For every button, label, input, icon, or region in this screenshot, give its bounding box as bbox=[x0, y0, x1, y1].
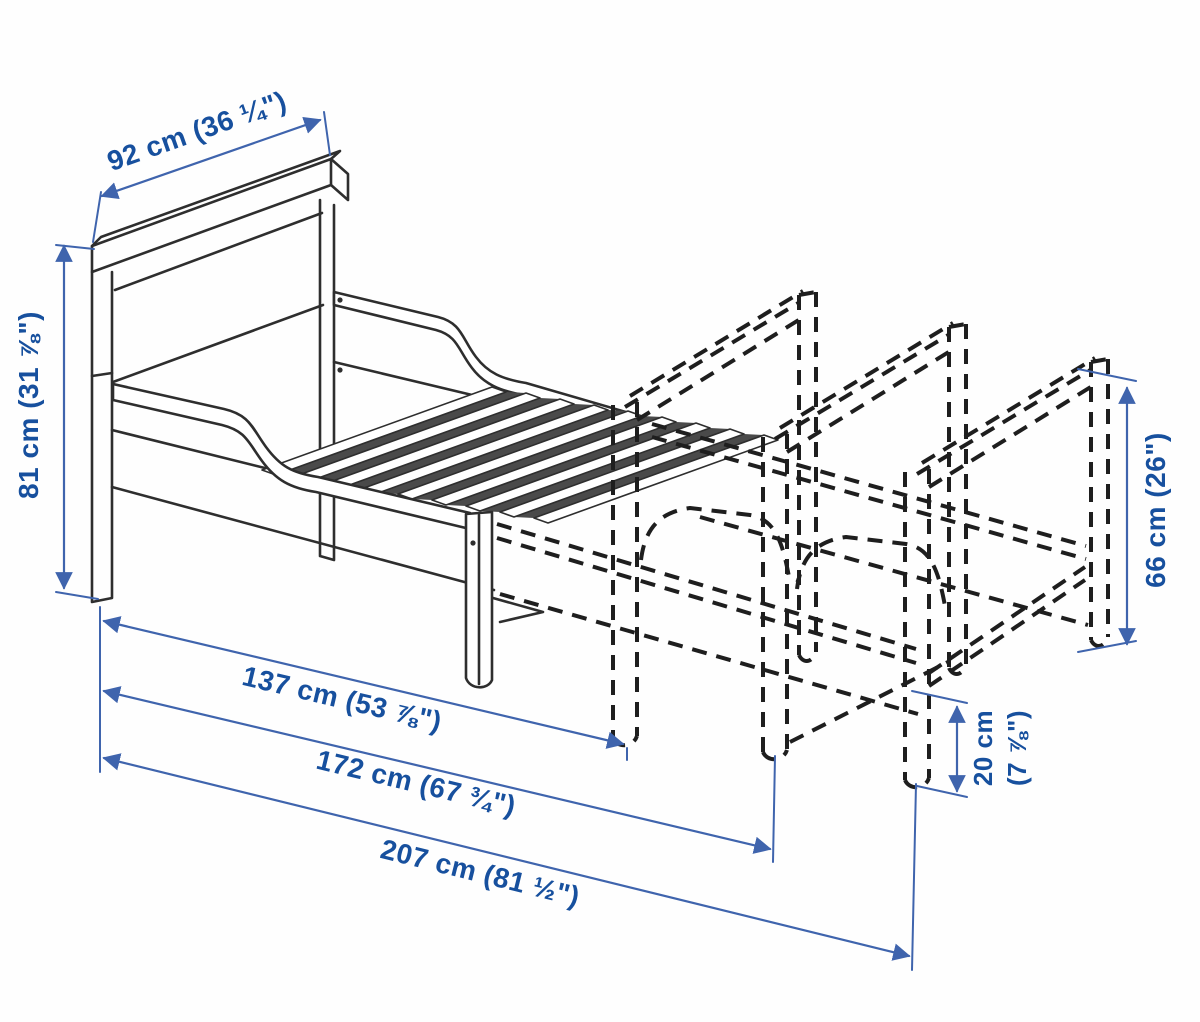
near-bottom-rail-extension bbox=[499, 592, 919, 716]
far-rail-screw-hole bbox=[337, 297, 343, 303]
headboard-top-rail-end-cap bbox=[329, 157, 350, 202]
guard-rail-curve-position-2 bbox=[639, 506, 801, 583]
dimension-line-92 bbox=[100, 116, 322, 200]
far-rail-screw-hole bbox=[337, 367, 343, 373]
headboard-height-label: 81 cm (31 ⅞") bbox=[13, 311, 44, 499]
far-rail-extension bbox=[651, 422, 1087, 548]
frame-3-foot-rail bbox=[927, 565, 1087, 675]
near-rail-extension bbox=[496, 522, 917, 651]
guard-rail-curve-position-3 bbox=[795, 535, 947, 607]
footboard-frame-2 bbox=[761, 321, 968, 762]
extension-line-frame-2 bbox=[772, 755, 776, 863]
dimension-line-137 bbox=[102, 616, 625, 749]
slat bbox=[465, 422, 711, 512]
headboard-right-post bbox=[318, 198, 336, 562]
rail-corner-detail bbox=[491, 596, 545, 624]
slat bbox=[499, 428, 745, 518]
headboard-left-post bbox=[90, 270, 114, 604]
headboard-left-post-joint bbox=[90, 371, 114, 378]
headboard-panel-bottom-edge bbox=[111, 303, 325, 384]
headboard bbox=[90, 149, 350, 604]
far-rail-extension bbox=[651, 435, 1087, 561]
slatted-bed-base bbox=[261, 386, 779, 524]
near-rail-extension bbox=[496, 536, 917, 665]
near-guard-rail bbox=[111, 382, 472, 531]
leg-height-label-line2: (7 ⅞") bbox=[1002, 710, 1032, 786]
far-bottom-rail-extension bbox=[699, 515, 1089, 627]
footboard-frame-3 bbox=[903, 356, 1110, 790]
extension-parts-dashed bbox=[496, 289, 1110, 790]
headboard-panel-top-edge bbox=[113, 211, 324, 292]
frame-3-foot-rail bbox=[927, 578, 1087, 688]
slat bbox=[533, 434, 779, 524]
extension-line-frame-3 bbox=[911, 783, 917, 971]
length-longest-label: 207 cm (81 ½") bbox=[378, 833, 583, 912]
dimension-lines bbox=[55, 111, 1137, 971]
frame-2-foot-rail bbox=[789, 660, 949, 744]
near-base-rail-bottom bbox=[110, 485, 496, 592]
length-shortest-label: 137 cm (53 ⅞") bbox=[239, 660, 445, 737]
footboard-height-label: 66 cm (26") bbox=[1140, 432, 1171, 588]
leg-height-label-line1: 20 cm bbox=[968, 710, 998, 786]
dimension-line-207 bbox=[102, 753, 911, 961]
